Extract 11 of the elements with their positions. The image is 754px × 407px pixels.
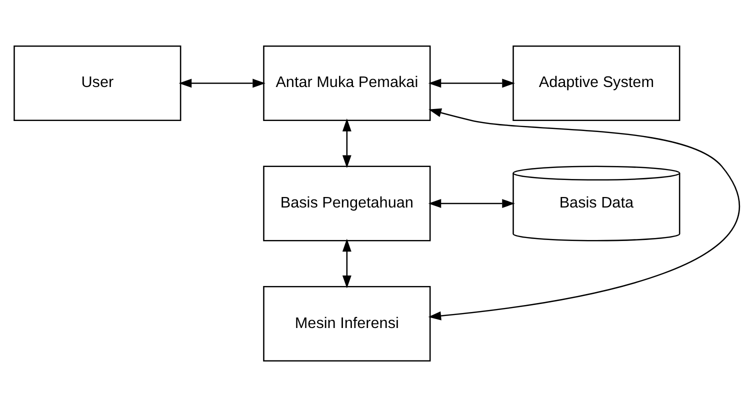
arrow <box>342 118 352 168</box>
node-box: Basis Pengetahuan <box>263 166 431 242</box>
arrow <box>428 199 515 208</box>
arrow <box>342 238 352 288</box>
arrow <box>428 108 740 320</box>
node-box: Mesin Inferensi <box>263 286 431 362</box>
node-box: Antar Muka Pemakai <box>263 45 431 121</box>
node-box: Adaptive System <box>512 45 680 121</box>
arrow <box>428 78 515 88</box>
node-box: User <box>14 45 182 121</box>
arrow <box>178 78 266 88</box>
